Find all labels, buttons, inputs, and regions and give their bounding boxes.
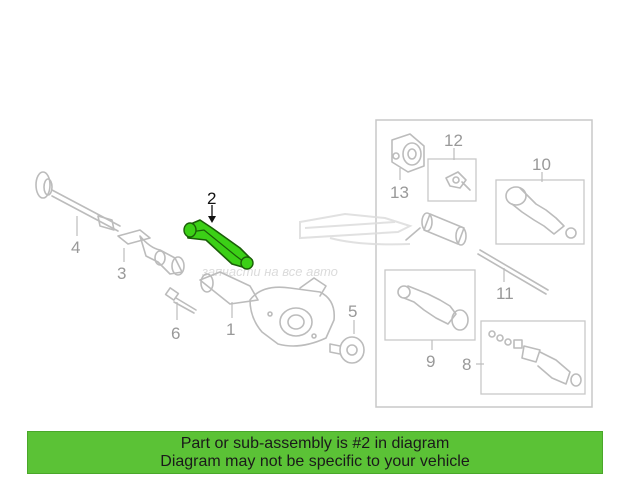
callout-9: 9 [426, 352, 435, 371]
part-2-highlighted [183, 219, 254, 270]
part-12-fitting [445, 171, 471, 191]
watermark-text: запчасти на все авто [201, 264, 338, 279]
callout-11: 11 [496, 284, 514, 303]
callout-5: 5 [348, 302, 357, 321]
part-5-flange [329, 336, 365, 364]
inset-frame [375, 119, 593, 408]
banner-line-2: Diagram may not be specific to your vehi… [160, 453, 470, 470]
parts-diagram: запчасти на все авто 4 3 6 1 [35, 119, 593, 408]
part-11-shaft [477, 249, 549, 295]
part-8-cv-joint [488, 330, 582, 387]
part-1-differential [199, 271, 336, 347]
part-3-shaft [117, 229, 185, 276]
part-6-bolt [164, 287, 197, 314]
callout-1: 1 [226, 320, 235, 339]
callout-13: 13 [390, 183, 409, 202]
part-4-axle-shaft [35, 171, 121, 232]
inset-box-12 [427, 158, 477, 202]
callout-8: 8 [462, 355, 471, 374]
banner-line-1: Part or sub-assembly is #2 in diagram [180, 435, 450, 452]
callout-12: 12 [444, 131, 463, 150]
info-banner: Part or sub-assembly is #2 in diagram Di… [27, 431, 603, 474]
watermark: запчасти на все авто [201, 212, 413, 279]
callout-4: 4 [71, 238, 80, 257]
part-10-boot [505, 186, 577, 239]
part-9-boot [397, 285, 469, 331]
sleeve-part [405, 212, 467, 246]
callout-6: 6 [171, 324, 180, 343]
callout-3: 3 [117, 264, 126, 283]
inset-box-9 [384, 269, 476, 341]
inset-box-10 [495, 179, 585, 245]
callout-10: 10 [532, 155, 551, 174]
part-13-hub [391, 133, 425, 173]
inset-box-8 [480, 320, 586, 395]
callout-2: 2 [207, 189, 216, 208]
